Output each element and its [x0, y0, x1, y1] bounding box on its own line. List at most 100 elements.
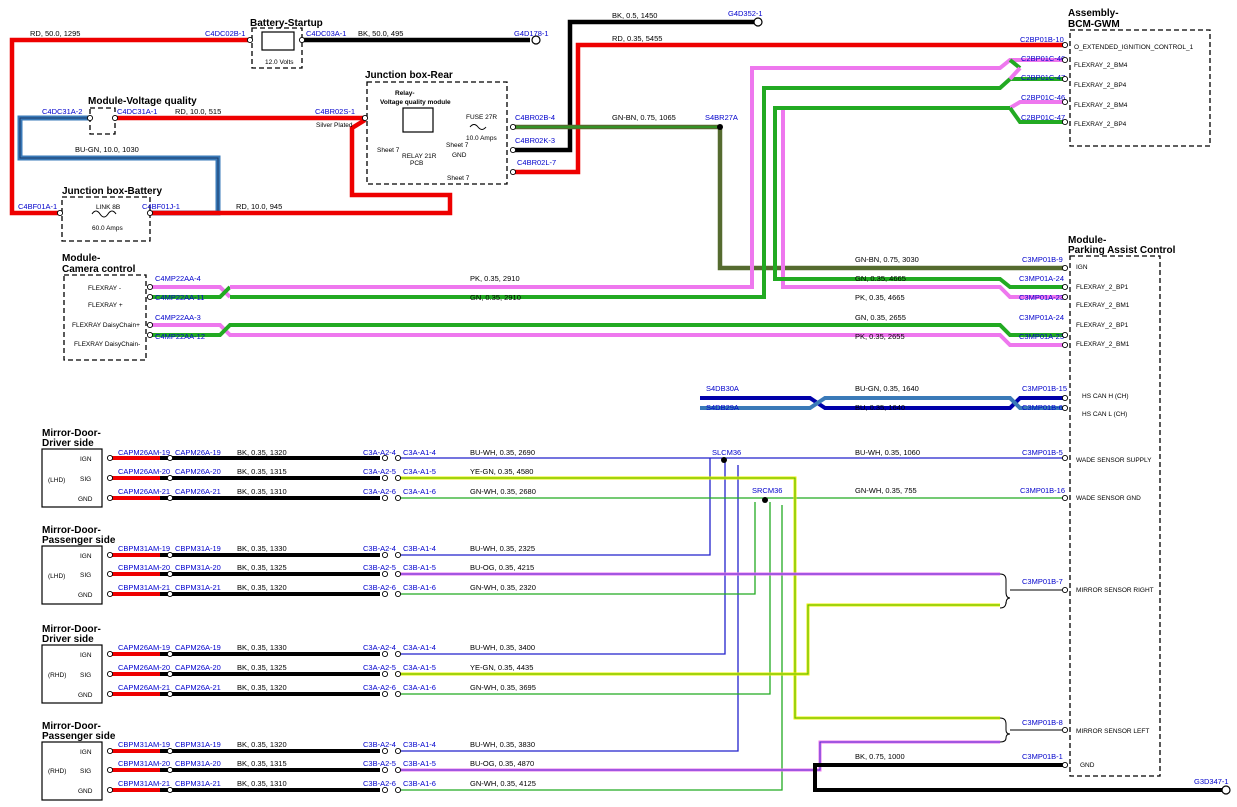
pin [166, 786, 174, 794]
wire-gn-2910 [230, 77, 1065, 299]
svg-text:CAPM26A-20: CAPM26A-20 [175, 663, 221, 672]
svg-text:BK, 0.35, 1325: BK, 0.35, 1325 [237, 663, 287, 672]
svg-text:C3B-A2-6: C3B-A2-6 [363, 583, 396, 592]
svg-text:(LHD): (LHD) [48, 573, 65, 580]
svg-text:C3B-A1-5: C3B-A1-5 [403, 563, 436, 572]
pin [381, 590, 389, 598]
svg-text:C3A-A2-4: C3A-A2-4 [363, 643, 396, 652]
svg-text:C3A-A2-6: C3A-A2-6 [363, 683, 396, 692]
svg-text:PK, 0.35, 2655: PK, 0.35, 2655 [855, 332, 905, 341]
svg-text:RD, 50.0, 1295: RD, 50.0, 1295 [30, 29, 80, 38]
pin [361, 114, 369, 122]
svg-text:CBPM31AM-20: CBPM31AM-20 [118, 563, 170, 572]
wire-bugn-1640 [700, 396, 1065, 410]
svg-text:BU-WH, 0.35, 1060: BU-WH, 0.35, 1060 [855, 448, 920, 457]
svg-text:Relay-: Relay- [395, 90, 415, 97]
svg-text:Sheet 7: Sheet 7 [446, 142, 469, 149]
parking-assist-module: Module- Parking Assist Control IGN FLEXR… [1068, 235, 1176, 777]
ground-g4d352-icon [753, 17, 763, 27]
pin [166, 494, 174, 502]
svg-text:C4BR02B-4: C4BR02B-4 [515, 113, 555, 122]
svg-text:GN-WH, 0.35, 2680: GN-WH, 0.35, 2680 [470, 487, 536, 496]
svg-text:GND: GND [78, 592, 93, 599]
svg-text:C3B-A1-6: C3B-A1-6 [403, 779, 436, 788]
svg-text:GN-BN, 0.75, 1065: GN-BN, 0.75, 1065 [612, 113, 676, 122]
svg-text:BU-WH, 0.35, 2690: BU-WH, 0.35, 2690 [470, 448, 535, 457]
pin [1061, 331, 1069, 339]
svg-text:C3B-A2-4: C3B-A2-4 [363, 544, 396, 553]
svg-text:FLEXRAY_2_BM4: FLEXRAY_2_BM4 [1074, 62, 1128, 69]
mirror-passenger-lhd: Mirror-Door- Passenger side (LHD) IGN SI… [41, 525, 116, 605]
svg-text:BK, 50.0, 495: BK, 50.0, 495 [358, 29, 403, 38]
svg-text:GN-WH, 0.35, 4125: GN-WH, 0.35, 4125 [470, 779, 536, 788]
svg-text:CBPM31A-19: CBPM31A-19 [175, 740, 221, 749]
pin [381, 670, 389, 678]
svg-text:BK, 0.35, 1320: BK, 0.35, 1320 [237, 583, 287, 592]
wire-bu-1640 [700, 396, 1065, 410]
svg-text:BU-WH, 0.35, 3830: BU-WH, 0.35, 3830 [470, 740, 535, 749]
svg-text:BU-GN, 10.0, 1030: BU-GN, 10.0, 1030 [75, 145, 139, 154]
pin [166, 650, 174, 658]
splice-srcm36 [762, 497, 768, 503]
svg-text:FLEXRAY_2_BM1: FLEXRAY_2_BM1 [1076, 341, 1130, 348]
pin [146, 209, 154, 217]
pin [106, 570, 114, 578]
wire-red-945 [150, 118, 453, 216]
svg-text:(LHD): (LHD) [48, 477, 65, 484]
svg-text:CBPM31A-21: CBPM31A-21 [175, 779, 221, 788]
can-wires [700, 396, 1065, 410]
pin [381, 747, 389, 755]
svg-text:FLEXRAY_2_BP1: FLEXRAY_2_BP1 [1076, 322, 1129, 329]
svg-text:SLCM36: SLCM36 [712, 448, 741, 457]
svg-text:CBPM31AM-20: CBPM31AM-20 [118, 759, 170, 768]
pin [394, 570, 402, 578]
svg-text:LINK 8B: LINK 8B [96, 204, 120, 211]
svg-text:C3MP01B-16: C3MP01B-16 [1020, 486, 1065, 495]
pin [166, 454, 174, 462]
pin [1061, 118, 1069, 126]
svg-text:GN, 0.35, 4665: GN, 0.35, 4665 [855, 274, 906, 283]
bcm-gwm: Assembly- BCM-GWM O_EXTENDED_IGNITION_CO… [1068, 8, 1211, 147]
junction-box-battery: Junction box-Battery LINK 8B 60.0 Amps [61, 186, 162, 242]
wire-pk-2655 [150, 323, 1065, 347]
svg-text:YE-GN, 0.35, 4580: YE-GN, 0.35, 4580 [470, 467, 533, 476]
pin [111, 114, 119, 122]
svg-text:MIRROR SENSOR RIGHT: MIRROR SENSOR RIGHT [1076, 587, 1154, 594]
svg-text:Driver side: Driver side [42, 438, 94, 449]
svg-text:CAPM26A-21: CAPM26A-21 [175, 683, 221, 692]
svg-text:FLEXRAY_2_BP4: FLEXRAY_2_BP4 [1074, 121, 1127, 128]
pin [1061, 75, 1069, 83]
pin [1061, 293, 1069, 301]
wire-bk-1000 [813, 763, 1225, 792]
svg-text:MIRROR SENSOR LEFT: MIRROR SENSOR LEFT [1076, 728, 1149, 735]
svg-text:FLEXRAY -: FLEXRAY - [88, 285, 121, 292]
svg-text:CAPM26AM-21: CAPM26AM-21 [118, 683, 170, 692]
svg-text:GN, 0.35, 2655: GN, 0.35, 2655 [855, 313, 906, 322]
svg-text:GN-WH, 0.35, 755: GN-WH, 0.35, 755 [855, 486, 917, 495]
svg-text:FLEXRAY_2_BM4: FLEXRAY_2_BM4 [1074, 102, 1128, 109]
battery-title: Battery-Startup [250, 18, 323, 29]
svg-text:C4DC03A-1: C4DC03A-1 [306, 29, 346, 38]
svg-text:RD, 10.0, 515: RD, 10.0, 515 [175, 107, 221, 116]
svg-text:C3B-A2-6: C3B-A2-6 [363, 779, 396, 788]
mirror-driver-lhd: Mirror-Door- Driver side (LHD) IGN SIG G… [41, 428, 103, 508]
svg-text:S4DB30A: S4DB30A [706, 384, 739, 393]
svg-text:CBPM31A-20: CBPM31A-20 [175, 563, 221, 572]
pin [394, 494, 402, 502]
pin [106, 766, 114, 774]
svg-text:BK, 0.35, 1320: BK, 0.35, 1320 [237, 740, 287, 749]
pin [146, 331, 154, 339]
pin [1061, 394, 1069, 402]
svg-text:CAPM26AM-21: CAPM26AM-21 [118, 487, 170, 496]
svg-text:C3A-A1-4: C3A-A1-4 [403, 643, 436, 652]
pin [394, 551, 402, 559]
svg-text:HS CAN H (CH): HS CAN H (CH) [1082, 393, 1129, 400]
svg-text:BK, 0.5, 1450: BK, 0.5, 1450 [612, 11, 657, 20]
svg-text:FUSE 27R: FUSE 27R [466, 114, 497, 121]
mirror-wires [108, 124, 1225, 792]
battery-icon [261, 31, 295, 51]
svg-text:BU-OG, 0.35, 4215: BU-OG, 0.35, 4215 [470, 563, 534, 572]
pin [381, 570, 389, 578]
svg-text:C3MP01A-24: C3MP01A-24 [1019, 274, 1064, 283]
svg-text:SIG: SIG [80, 476, 91, 483]
